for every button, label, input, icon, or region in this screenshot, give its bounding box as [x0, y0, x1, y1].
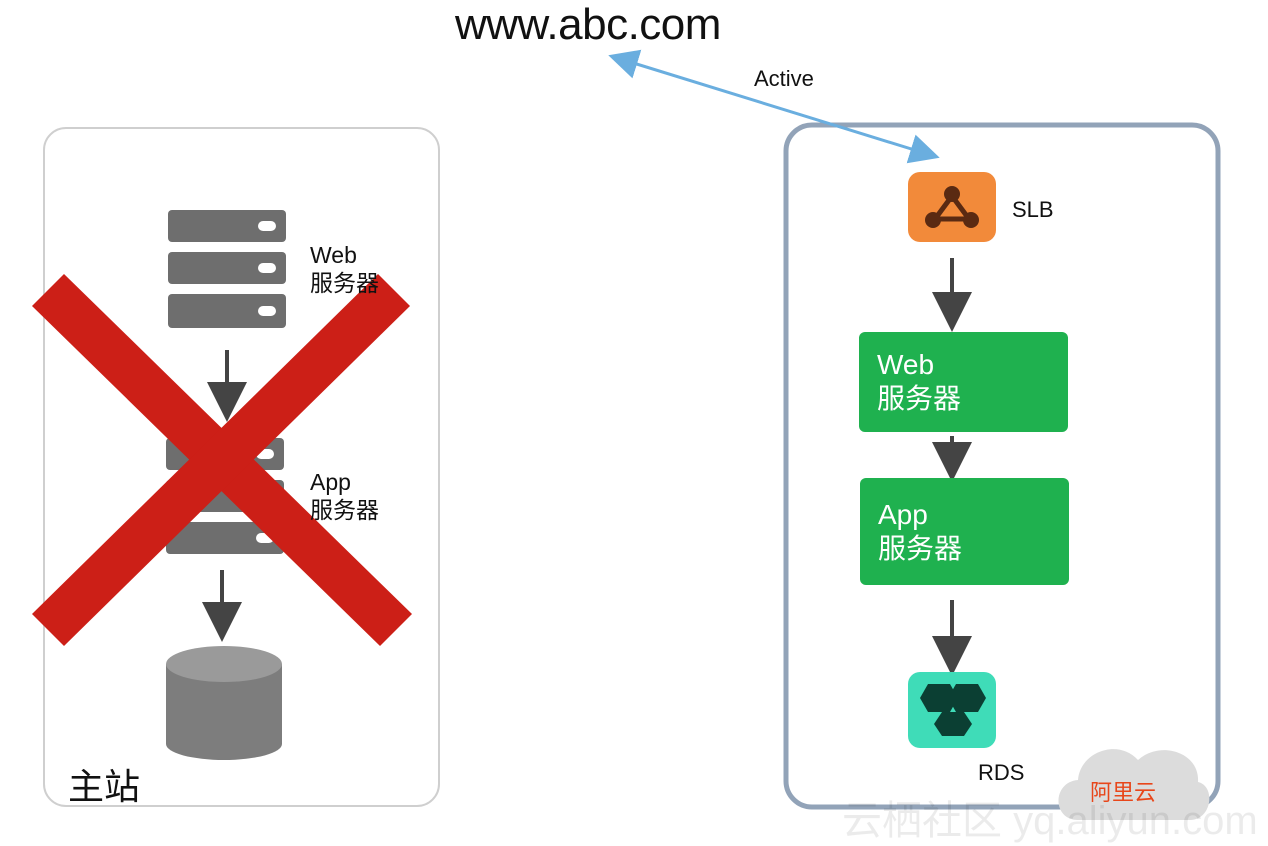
primary-web-label-line1: Web	[310, 242, 357, 268]
primary-site-label: 主站	[68, 766, 141, 807]
slb-label: SLB	[1012, 197, 1054, 222]
cloud-icon	[1058, 749, 1210, 820]
cloud-provider-label: 阿里云	[1090, 780, 1157, 805]
rds-label: RDS	[978, 760, 1025, 785]
cloud-web-label-line2: 服务器	[877, 383, 962, 414]
slb-icon	[908, 172, 996, 242]
cloud-app-server-box: App 服务器	[860, 478, 1069, 585]
active-link-label: Active	[754, 66, 814, 91]
cloud-site-panel	[783, 122, 1221, 810]
database-icon	[166, 646, 282, 760]
domain-title: www.abc.com	[455, 0, 721, 49]
web-server-rack-icon	[168, 210, 286, 328]
active-link-arrow	[608, 49, 940, 164]
cloud-web-server-box: Web 服务器	[859, 332, 1068, 432]
cloud-app-label-line1: App	[878, 499, 928, 530]
primary-web-server-label: Web 服务器	[310, 241, 379, 297]
rds-icon	[908, 672, 996, 748]
primary-web-label-line2: 服务器	[310, 270, 379, 296]
failure-cross-icon	[32, 274, 412, 646]
watermark: 云栖社区 yq.aliyun.com	[842, 799, 1258, 843]
cloud-web-label-line1: Web	[877, 349, 935, 380]
primary-app-label-line2: 服务器	[310, 497, 379, 523]
primary-app-server-label: App 服务器	[310, 468, 379, 524]
primary-app-label-line1: App	[310, 469, 351, 495]
cloud-app-label-line2: 服务器	[878, 533, 963, 564]
